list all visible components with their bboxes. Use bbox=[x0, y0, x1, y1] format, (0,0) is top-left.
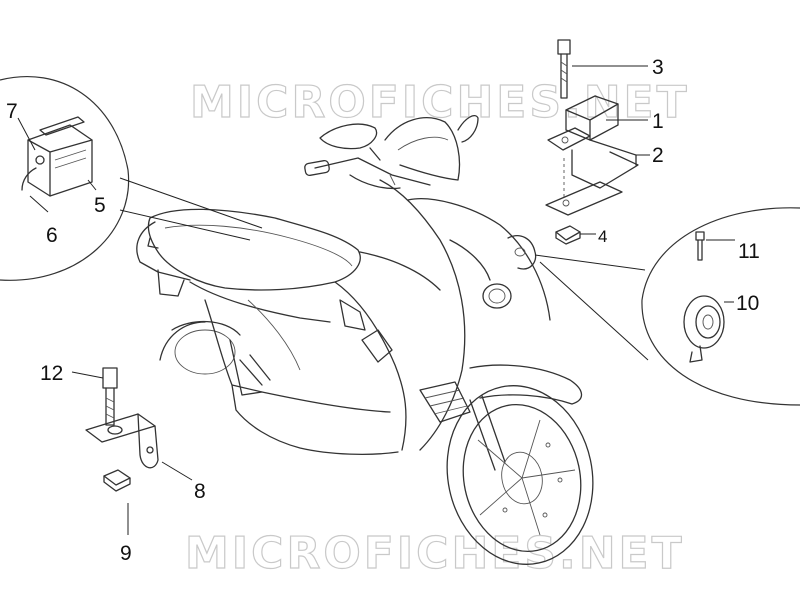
horn-callout-pointer-lower bbox=[539, 261, 649, 361]
label-part-9: 9 bbox=[120, 542, 132, 565]
relay-assembly-part bbox=[545, 39, 639, 245]
mounting-bracket-part bbox=[85, 367, 159, 492]
horn-callout-circle bbox=[641, 207, 800, 406]
watermark-bottom: MICROFICHES.NET bbox=[185, 528, 685, 579]
leader-5 bbox=[87, 179, 97, 191]
battery-callout-circle bbox=[0, 76, 130, 281]
label-part-2: 2 bbox=[652, 144, 664, 167]
horn-part bbox=[683, 231, 725, 363]
leader-6 bbox=[29, 195, 49, 213]
label-part-4: 4 bbox=[598, 227, 607, 246]
label-part-6: 6 bbox=[46, 224, 58, 247]
horn-callout-pointer bbox=[534, 254, 646, 271]
label-part-8: 8 bbox=[194, 480, 206, 503]
label-part-1: 1 bbox=[652, 110, 664, 133]
label-part-5: 5 bbox=[94, 194, 106, 217]
label-part-7: 7 bbox=[6, 100, 18, 123]
leader-12 bbox=[71, 371, 104, 379]
leader-8 bbox=[161, 461, 193, 481]
label-part-3: 3 bbox=[652, 56, 664, 79]
leader-7 bbox=[17, 117, 36, 151]
battery-callout-pointer bbox=[119, 177, 263, 229]
label-part-12: 12 bbox=[40, 362, 63, 385]
label-part-11: 11 bbox=[738, 240, 760, 263]
battery-callout-pointer-lower bbox=[119, 209, 251, 241]
scooter-illustration bbox=[136, 115, 594, 565]
battery-part bbox=[21, 116, 93, 197]
label-part-10: 10 bbox=[736, 292, 759, 315]
